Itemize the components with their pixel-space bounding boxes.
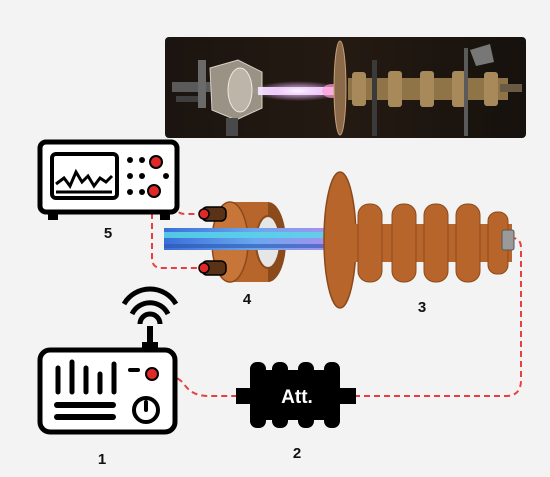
- scope-port-top: [149, 155, 163, 169]
- attenuator-label: Att.: [281, 387, 313, 408]
- plasma-experiment-photo: [165, 37, 526, 138]
- radio-transmitter-icon: [37, 286, 179, 435]
- discharge-tube: [164, 228, 346, 250]
- label-attenuator: 2: [293, 445, 301, 462]
- label-oscilloscope: 5: [104, 225, 112, 242]
- label-signal-generator: 1: [98, 451, 106, 468]
- label-coupler: 4: [243, 291, 252, 308]
- generator-port: [145, 367, 159, 381]
- cable-scope-to-coupler-bottom: [151, 193, 200, 269]
- attenuator-icon: [236, 362, 356, 428]
- resonator-icon: [323, 171, 515, 309]
- oscilloscope-icon: [37, 139, 180, 220]
- label-resonator: 3: [418, 299, 426, 316]
- scope-port-bottom: [147, 184, 161, 198]
